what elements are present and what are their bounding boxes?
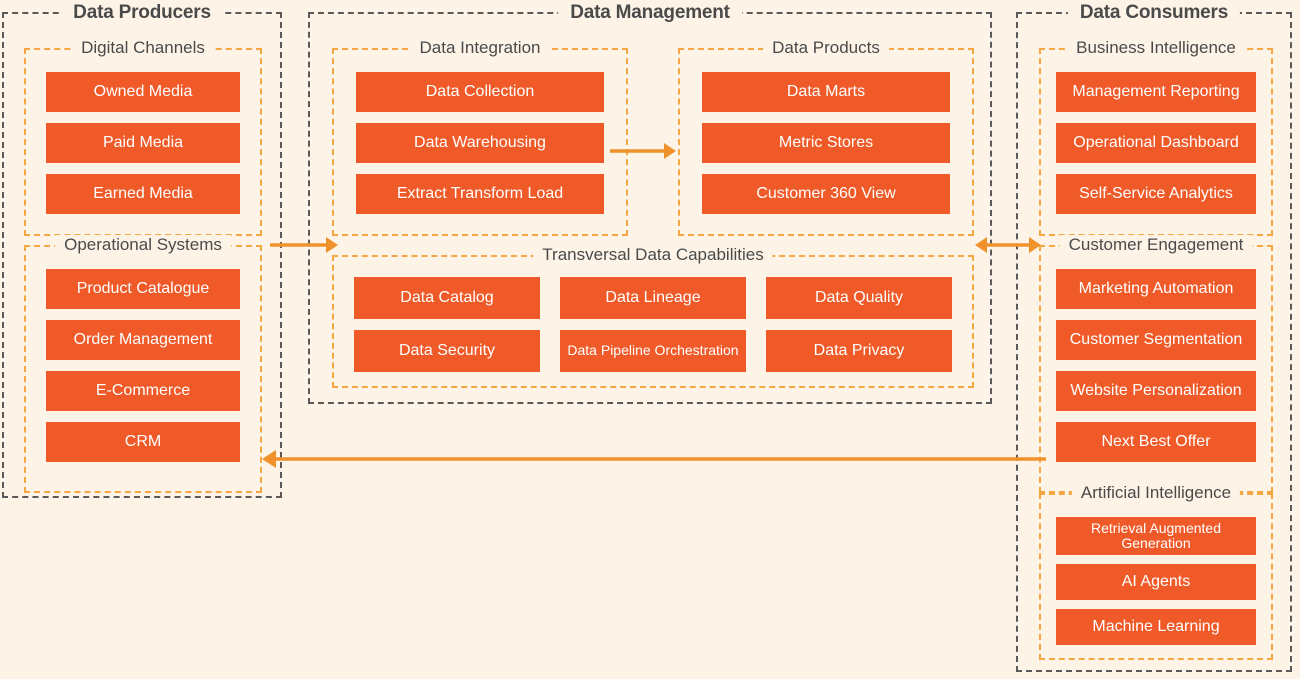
group-digital-channels: Digital Channels Owned Media Paid Media … <box>24 38 262 236</box>
panel-data-management: Data Management Data Integration Data Co… <box>308 2 992 404</box>
group-business-intelligence: Business Intelligence Management Reporti… <box>1039 38 1273 236</box>
chip-data-lineage[interactable]: Data Lineage <box>560 277 746 319</box>
item-list-business-intelligence: Management Reporting Operational Dashboa… <box>1041 50 1271 234</box>
group-data-integration: Data Integration Data Collection Data Wa… <box>332 38 628 236</box>
group-transversal-data-capabilities: Transversal Data Capabilities Data Catal… <box>332 245 974 388</box>
group-title-data-products: Data Products <box>763 38 889 58</box>
item-list-data-integration: Data Collection Data Warehousing Extract… <box>334 50 626 234</box>
group-title-data-integration: Data Integration <box>410 38 550 58</box>
chip-metric-stores[interactable]: Metric Stores <box>702 123 950 163</box>
chip-website-personalization[interactable]: Website Personalization <box>1056 371 1256 411</box>
chip-earned-media[interactable]: Earned Media <box>46 174 240 214</box>
chip-owned-media[interactable]: Owned Media <box>46 72 240 112</box>
chip-customer-segmentation[interactable]: Customer Segmentation <box>1056 320 1256 360</box>
group-title-digital-channels: Digital Channels <box>72 38 214 58</box>
group-title-business-intelligence: Business Intelligence <box>1067 38 1245 58</box>
chip-paid-media[interactable]: Paid Media <box>46 123 240 163</box>
panel-title-data-management: Data Management <box>558 2 742 24</box>
item-list-customer-engagement: Marketing Automation Customer Segmentati… <box>1041 247 1271 491</box>
item-list-digital-channels: Owned Media Paid Media Earned Media <box>26 50 260 234</box>
chip-product-catalogue[interactable]: Product Catalogue <box>46 269 240 309</box>
group-title-operational-systems: Operational Systems <box>55 235 231 255</box>
chip-ai-agents[interactable]: AI Agents <box>1056 564 1256 600</box>
group-artificial-intelligence: Artificial Intelligence Retrieval Augmen… <box>1039 483 1273 660</box>
arrow-consumers-to-producers <box>262 450 1046 468</box>
chip-order-management[interactable]: Order Management <box>46 320 240 360</box>
chip-crm[interactable]: CRM <box>46 422 240 462</box>
chip-operational-dashboard[interactable]: Operational Dashboard <box>1056 123 1256 163</box>
chip-next-best-offer[interactable]: Next Best Offer <box>1056 422 1256 462</box>
chip-data-pipeline-orchestration[interactable]: Data Pipeline Orchestration <box>560 330 746 372</box>
chip-marketing-automation[interactable]: Marketing Automation <box>1056 269 1256 309</box>
chip-customer-360-view[interactable]: Customer 360 View <box>702 174 950 214</box>
chip-machine-learning[interactable]: Machine Learning <box>1056 609 1256 645</box>
chip-data-catalog[interactable]: Data Catalog <box>354 277 540 319</box>
chip-extract-transform-load[interactable]: Extract Transform Load <box>356 174 604 214</box>
group-title-transversal-data-capabilities: Transversal Data Capabilities <box>533 245 773 265</box>
item-list-artificial-intelligence: Retrieval Augmented Generation AI Agents… <box>1041 495 1271 658</box>
chip-retrieval-augmented-generation[interactable]: Retrieval Augmented Generation <box>1056 517 1256 555</box>
group-data-products: Data Products Data Marts Metric Stores C… <box>678 38 974 236</box>
chip-e-commerce[interactable]: E-Commerce <box>46 371 240 411</box>
chip-data-collection[interactable]: Data Collection <box>356 72 604 112</box>
panel-title-data-producers: Data Producers <box>61 2 223 24</box>
chip-data-warehousing[interactable]: Data Warehousing <box>356 123 604 163</box>
chip-management-reporting[interactable]: Management Reporting <box>1056 72 1256 112</box>
item-list-data-products: Data Marts Metric Stores Customer 360 Vi… <box>680 50 972 234</box>
chip-self-service-analytics[interactable]: Self-Service Analytics <box>1056 174 1256 214</box>
item-grid-transversal-data-capabilities: Data Catalog Data Lineage Data Quality D… <box>334 257 972 386</box>
chip-data-privacy[interactable]: Data Privacy <box>766 330 952 372</box>
group-title-customer-engagement: Customer Engagement <box>1059 235 1253 255</box>
panel-title-data-consumers: Data Consumers <box>1067 2 1241 24</box>
item-list-operational-systems: Product Catalogue Order Management E-Com… <box>26 247 260 491</box>
chip-data-quality[interactable]: Data Quality <box>766 277 952 319</box>
panel-data-consumers: Data Consumers Business Intelligence Man… <box>1016 2 1292 672</box>
group-title-artificial-intelligence: Artificial Intelligence <box>1071 483 1241 503</box>
chip-data-security[interactable]: Data Security <box>354 330 540 372</box>
group-customer-engagement: Customer Engagement Marketing Automation… <box>1039 235 1273 493</box>
panel-data-producers: Data Producers Digital Channels Owned Me… <box>2 2 282 498</box>
chip-data-marts[interactable]: Data Marts <box>702 72 950 112</box>
group-operational-systems: Operational Systems Product Catalogue Or… <box>24 235 262 493</box>
